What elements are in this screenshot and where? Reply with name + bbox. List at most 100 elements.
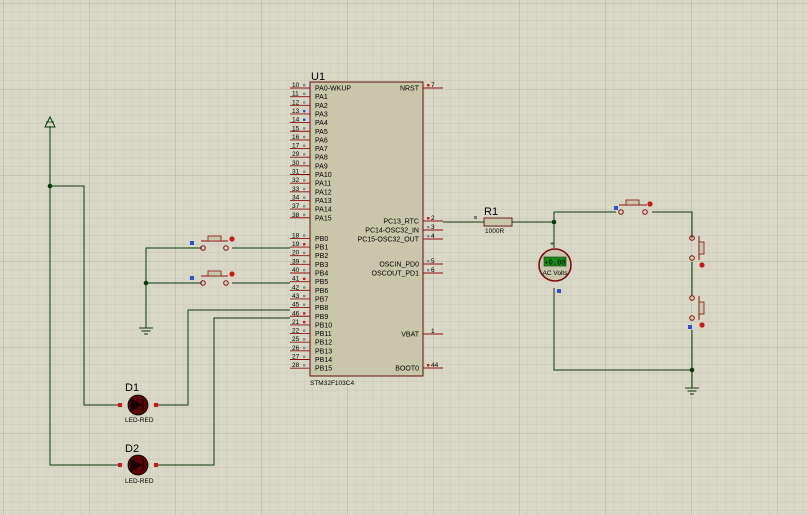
button-top-right[interactable] bbox=[614, 199, 653, 215]
pin-marker-icon bbox=[303, 213, 306, 217]
pin-marker-icon bbox=[427, 364, 430, 367]
button-pb1[interactable] bbox=[190, 235, 235, 251]
pin-name: PA6 bbox=[315, 137, 328, 144]
pin-name: PC14-OSC32_IN bbox=[365, 228, 419, 235]
resistor-body[interactable] bbox=[483, 217, 513, 227]
power-terminal[interactable] bbox=[44, 115, 56, 128]
ground-right[interactable] bbox=[685, 387, 699, 395]
pin-number: 17 bbox=[292, 143, 300, 150]
button-contact bbox=[200, 245, 206, 251]
pin-marker-icon bbox=[303, 260, 306, 263]
button-right-2[interactable] bbox=[688, 295, 705, 329]
pin-marker-icon bbox=[303, 269, 306, 272]
pin-number: 20 bbox=[292, 250, 300, 257]
pin-marker-icon bbox=[303, 303, 306, 306]
pin-number: 4 bbox=[431, 233, 435, 240]
pin-name: PA15 bbox=[315, 215, 332, 222]
button-indicator-icon bbox=[699, 322, 705, 328]
voltmeter-plus: + bbox=[550, 241, 554, 248]
led-d1[interactable]: D1 LED-RED bbox=[118, 382, 158, 424]
pin-marker-icon bbox=[303, 338, 306, 341]
pin-marker-icon bbox=[303, 243, 306, 246]
button-right-1[interactable] bbox=[689, 235, 705, 268]
blue-marker-icon bbox=[557, 289, 561, 293]
pin-name: PA5 bbox=[315, 129, 328, 136]
pin-marker-icon bbox=[303, 84, 306, 87]
pin-name: PA8 bbox=[315, 155, 328, 162]
pin-marker-icon bbox=[303, 153, 306, 156]
resistor-r1[interactable]: R1 1000R bbox=[474, 206, 513, 235]
pin-number: 12 bbox=[292, 99, 300, 106]
wire-d1-pb9 bbox=[158, 309, 290, 406]
pin-name: PA14 bbox=[315, 207, 332, 214]
ground-left[interactable] bbox=[139, 327, 153, 335]
pin-name: BOOT0 bbox=[395, 366, 419, 373]
pin-marker-icon bbox=[303, 196, 306, 199]
voltmeter-reading: +0.00 bbox=[544, 260, 565, 268]
pin-number: 2 bbox=[431, 215, 435, 222]
pin-marker-icon bbox=[303, 234, 306, 237]
button-contact bbox=[200, 280, 206, 286]
pin-name: VBAT bbox=[401, 332, 419, 339]
junction-dot bbox=[551, 219, 557, 225]
voltmeter[interactable]: +0.00 AC Volts + bbox=[538, 241, 572, 293]
pin-marker-icon bbox=[303, 346, 306, 350]
button-pb5[interactable] bbox=[190, 270, 235, 286]
resistor-ref: R1 bbox=[484, 206, 498, 218]
mcu-part: STM32F103C4 bbox=[310, 380, 354, 387]
pin-name: PA10 bbox=[315, 172, 332, 179]
mcu-body[interactable] bbox=[309, 81, 424, 377]
pin-name: PB7 bbox=[315, 296, 328, 303]
pin-name: OSCOUT_PD1 bbox=[372, 271, 420, 278]
pin-marker-icon bbox=[303, 277, 306, 281]
wire-power-bus bbox=[49, 126, 120, 466]
led-d2[interactable]: D2 LED-RED bbox=[118, 443, 158, 485]
pin-number: 42 bbox=[292, 284, 300, 291]
pin-number: 22 bbox=[292, 328, 300, 335]
pin-marker-icon bbox=[303, 294, 306, 298]
pin-marker-icon bbox=[303, 127, 306, 130]
